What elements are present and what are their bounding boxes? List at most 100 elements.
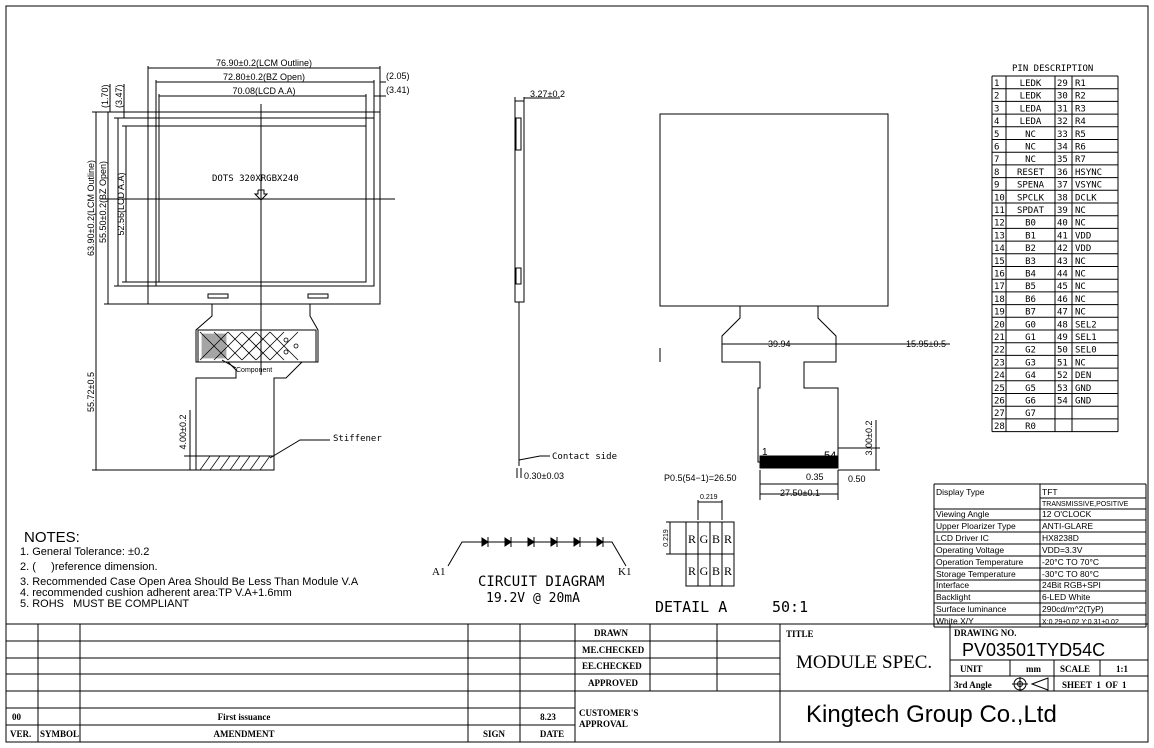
pin-number: 50 <box>1057 346 1068 356</box>
detail-a-scale: 50:1 <box>772 598 808 616</box>
pin-signal: R5 <box>1075 130 1086 140</box>
pin-signal: DEN <box>1075 371 1091 381</box>
company-name: Kingtech Group Co.,Ltd <box>806 701 1057 728</box>
pin-number: 5 <box>994 130 999 140</box>
pin-signal: R3 <box>1075 104 1086 114</box>
pin-signal: NC <box>1025 130 1036 140</box>
pin-signal: G1 <box>1025 333 1036 343</box>
module-title: MODULE SPEC. <box>796 652 932 673</box>
circuit-k1: K1 <box>618 566 631 578</box>
pin-number: 1 <box>994 79 999 89</box>
component-label: Component <box>236 367 272 374</box>
pin-number: 22 <box>994 346 1005 356</box>
spec-label: White X/Y <box>936 616 974 626</box>
detail-dim-v: 0.219 <box>663 529 670 547</box>
pin-signal: GND <box>1075 397 1091 407</box>
fpc-thickness: 0.30±0.03 <box>524 471 564 481</box>
side-thickness: 3.27±0.2 <box>530 89 565 99</box>
fpc-connector <box>759 455 839 469</box>
pin-number: 39 <box>1057 206 1068 216</box>
pin-signal: SEL1 <box>1075 333 1097 343</box>
note-item: 5. ROHS MUST BE COMPLIANT <box>20 598 189 610</box>
pin-signal: VDD <box>1075 231 1091 241</box>
spec-value: 290cd/m^2(TyP) <box>1042 604 1104 614</box>
pin-signal: VSYNC <box>1075 181 1102 191</box>
subpixel-label: R <box>724 532 732 546</box>
pin-signal: LEDK <box>1020 79 1042 89</box>
spec-label: Interface <box>936 580 969 590</box>
pin-number: 24 <box>994 371 1005 381</box>
pin-signal: NC <box>1075 219 1086 229</box>
pin-number: 44 <box>1057 270 1068 280</box>
note-item: 3. Recommended Case Open Area Should Be … <box>20 576 359 588</box>
pin-number: 36 <box>1057 168 1068 178</box>
pin-number: 49 <box>1057 333 1068 343</box>
spec-value: ANTI-GLARE <box>1042 521 1093 531</box>
dim-total-height: 55.72±0.5 <box>86 372 96 412</box>
pin-signal: HSYNC <box>1075 168 1102 178</box>
spec-label: Upper Ploarizer Type <box>936 521 1016 531</box>
pin-signal: B7 <box>1025 308 1036 318</box>
note-item: 4. recommended cushion adherent area:TP … <box>20 587 292 599</box>
scale-label: SCALE <box>1060 664 1090 674</box>
pin-description-title: PIN DESCRIPTION <box>1012 64 1093 74</box>
pin-number: 37 <box>1057 181 1068 191</box>
pin-signal: R7 <box>1075 155 1086 165</box>
pin-signal: GND <box>1075 384 1091 394</box>
pin-number: 42 <box>1057 244 1068 254</box>
pin-signal: SPENA <box>1017 181 1045 191</box>
projection-symbol <box>1012 677 1049 691</box>
pin-number: 19 <box>994 308 1005 318</box>
drawing-frame <box>5 5 1149 743</box>
approval-label: APPROVAL <box>579 719 628 729</box>
pin-number: 14 <box>994 244 1005 254</box>
pin-number: 6 <box>994 143 999 153</box>
spec-value: X:0.29±0.02 Y:0.31±0.02 <box>1042 619 1119 626</box>
pin-signal: NC <box>1075 206 1086 216</box>
dim-right-offset-2: (3.41) <box>386 85 410 95</box>
pin-signal: G3 <box>1025 358 1036 368</box>
pin-number: 18 <box>994 295 1005 305</box>
led-string <box>481 537 604 547</box>
subpixel-label: R <box>724 564 732 578</box>
fpc-component-area <box>197 329 317 363</box>
pin-number: 20 <box>994 320 1005 330</box>
back-fpc <box>721 306 839 463</box>
pin-signal: LEDK <box>1020 92 1042 102</box>
stiffener-leader <box>269 439 330 459</box>
pin-number: 40 <box>1057 219 1068 229</box>
spec-value: 12 O'CLOCK <box>1042 509 1092 519</box>
pin-number: 16 <box>994 270 1005 280</box>
back-dim-right: 15.95±0.5 <box>906 339 946 349</box>
ee-checked-label: EE.CHECKED <box>582 661 642 671</box>
title-block <box>6 623 1148 742</box>
slot-left <box>207 293 229 299</box>
spec-value: HX8238D <box>1042 533 1079 543</box>
circuit-rating: 19.2V @ 20mA <box>486 591 580 606</box>
pin-number: 23 <box>994 358 1005 368</box>
dim-right-offset-1: (2.05) <box>386 71 410 81</box>
dim-stiffener-height: 4.00±0.2 <box>178 415 188 450</box>
pin-number: 48 <box>1057 320 1068 330</box>
pin-number: 43 <box>1057 257 1068 267</box>
circuit-a1: A1 <box>432 566 445 578</box>
spec-label: Surface luminance <box>936 604 1007 614</box>
subpixel-label: B <box>712 564 720 578</box>
title-label: TITLE <box>786 629 814 639</box>
dim-aa-height: 52.56(LCD A.A) <box>116 172 126 235</box>
spec-value: 6-LED White <box>1042 592 1090 602</box>
row-ver: 00 <box>12 712 22 722</box>
spec-label: Storage Temperature <box>936 569 1016 579</box>
pin-signal: NC <box>1025 143 1036 153</box>
active-area <box>158 125 367 283</box>
pin-signal: R4 <box>1075 117 1086 127</box>
pin-number: 8 <box>994 168 999 178</box>
pin-number: 32 <box>1057 117 1068 127</box>
pin-signal: B3 <box>1025 257 1036 267</box>
pin-number: 54 <box>1057 397 1068 407</box>
pin-number: 28 <box>994 422 1005 432</box>
pin-number: 21 <box>994 333 1005 343</box>
sheet-label: SHEET 1 OF 1 <box>1062 680 1127 690</box>
subpixel-label: B <box>712 532 720 546</box>
